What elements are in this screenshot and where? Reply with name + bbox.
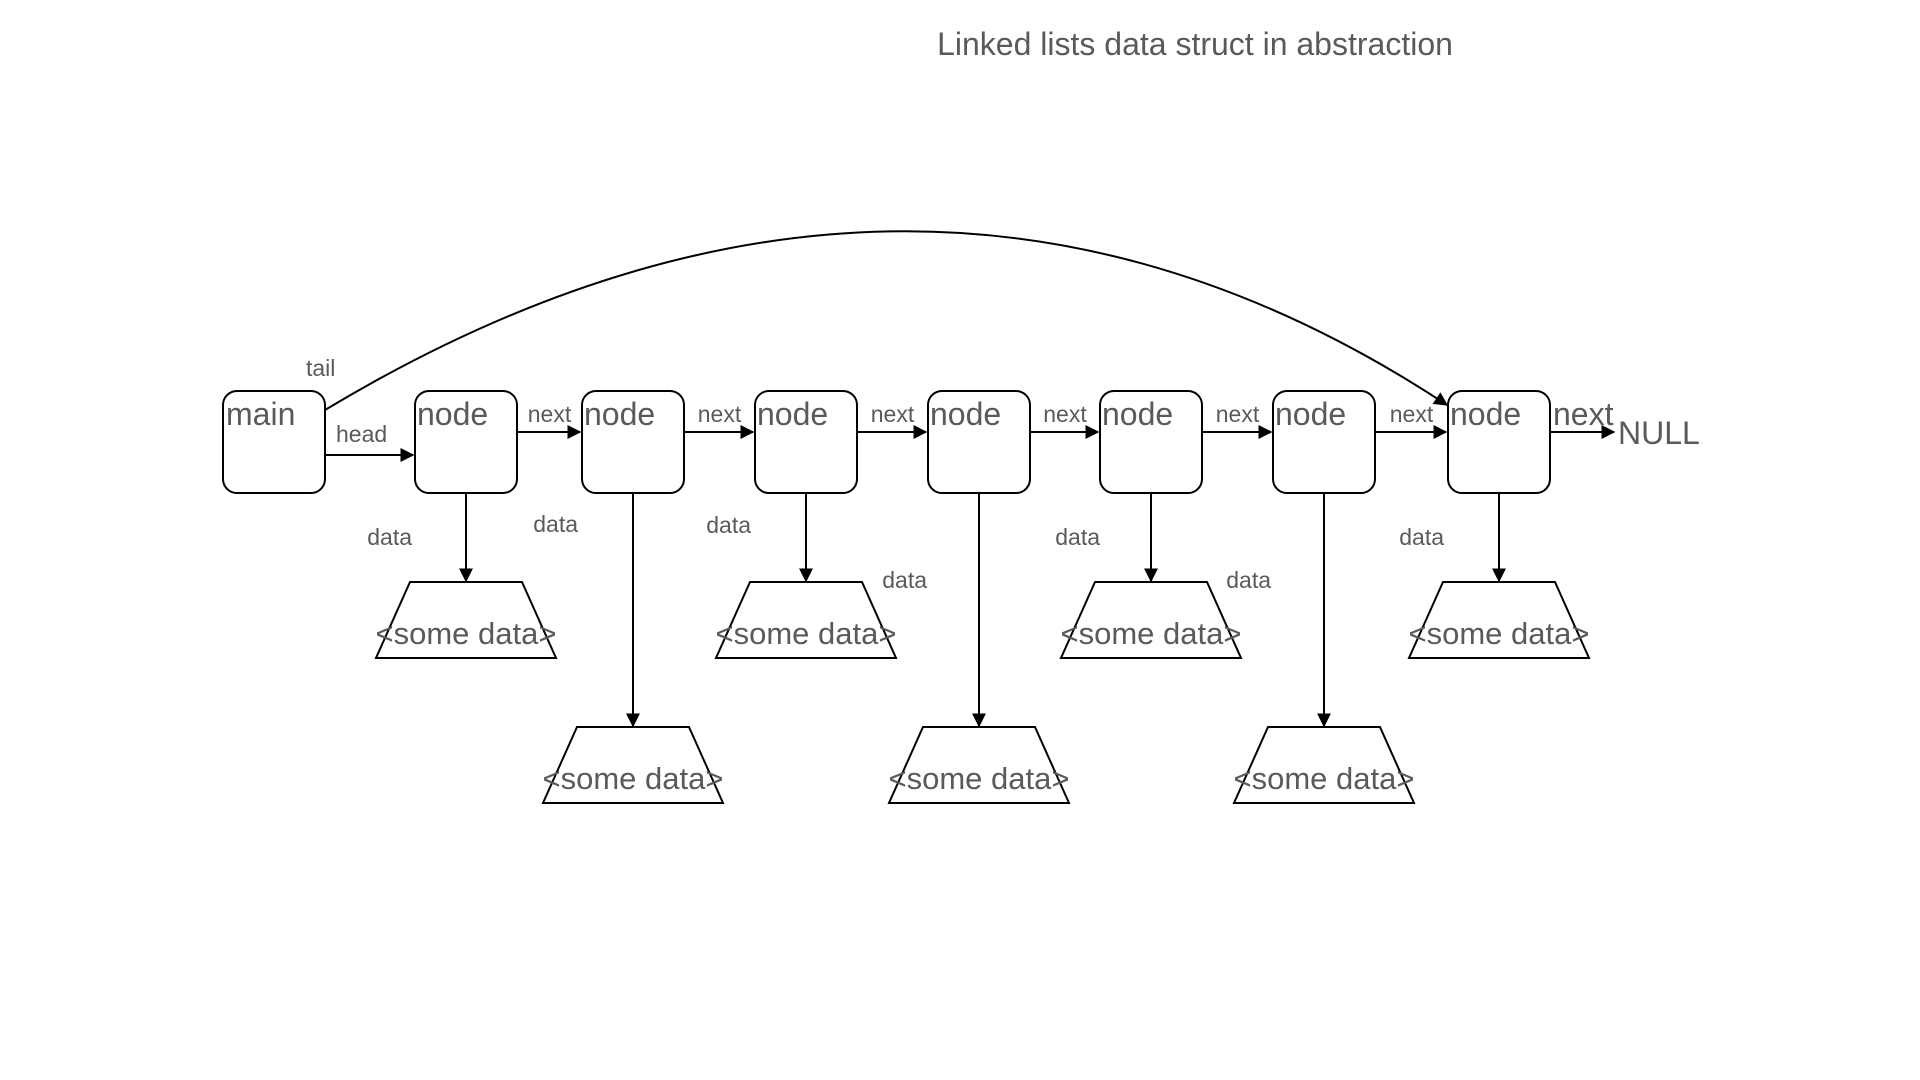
data-label: data bbox=[882, 567, 927, 593]
next-label: next bbox=[528, 401, 572, 427]
node-label: node bbox=[1450, 396, 1521, 432]
next-label: next bbox=[1553, 396, 1614, 432]
tail-label: tail bbox=[306, 355, 335, 381]
data-box bbox=[1232, 726, 1416, 804]
data-box bbox=[714, 581, 898, 659]
data-value: <some data> bbox=[889, 761, 1070, 796]
data-label: data bbox=[1055, 524, 1100, 550]
data-value: <some data> bbox=[1409, 616, 1590, 651]
data-label: data bbox=[1399, 524, 1444, 550]
null-label: NULL bbox=[1618, 415, 1700, 451]
data-value: <some data> bbox=[716, 616, 897, 651]
data-box bbox=[541, 726, 725, 804]
data-box bbox=[887, 726, 1071, 804]
data-value: <some data> bbox=[1061, 616, 1242, 651]
data-value: <some data> bbox=[376, 616, 557, 651]
next-label: next bbox=[1390, 401, 1434, 427]
node-label: node bbox=[1275, 396, 1346, 432]
next-label: next bbox=[698, 401, 742, 427]
diagram-title: Linked lists data struct in abstraction bbox=[937, 26, 1453, 62]
next-label: next bbox=[871, 401, 915, 427]
data-label: data bbox=[1226, 567, 1271, 593]
head-label: head bbox=[336, 421, 387, 447]
next-label: next bbox=[1216, 401, 1260, 427]
data-value: <some data> bbox=[1234, 761, 1415, 796]
data-value: <some data> bbox=[543, 761, 724, 796]
main-box bbox=[222, 390, 326, 494]
data-label: data bbox=[533, 511, 578, 537]
next-label: next bbox=[1043, 401, 1087, 427]
data-label: data bbox=[367, 524, 412, 550]
data-label: data bbox=[706, 512, 751, 538]
node-label: node bbox=[757, 396, 828, 432]
node-label: node bbox=[584, 396, 655, 432]
nodes-layer: node next data <some data> node next data <some… bbox=[367, 390, 1616, 804]
node-label: node bbox=[1102, 396, 1173, 432]
data-box bbox=[374, 581, 558, 659]
node-label: node bbox=[417, 396, 488, 432]
data-box bbox=[1059, 581, 1243, 659]
main-label: main bbox=[226, 396, 295, 432]
data-box bbox=[1407, 581, 1591, 659]
node-label: node bbox=[930, 396, 1001, 432]
tail-pointer-arrow bbox=[324, 230, 1449, 411]
